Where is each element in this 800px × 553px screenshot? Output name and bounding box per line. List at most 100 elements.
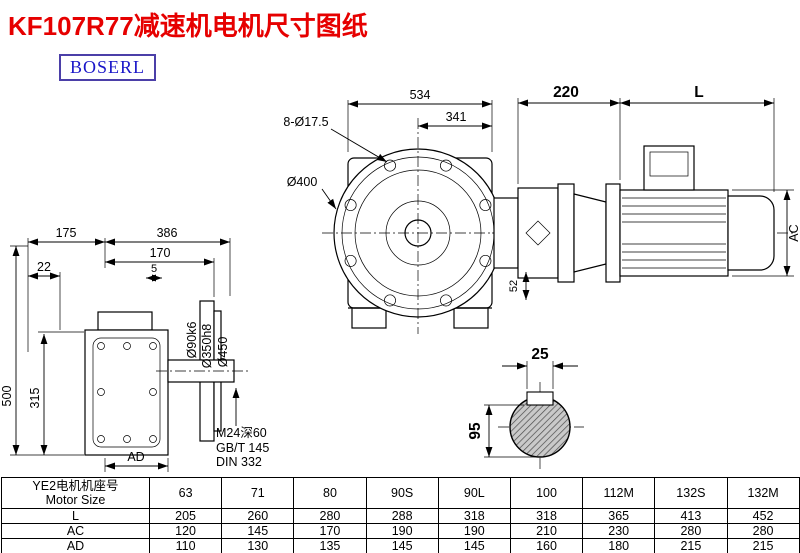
size-col-header: 80 bbox=[293, 477, 367, 509]
oil-seal-mark bbox=[525, 220, 551, 246]
left-side-view bbox=[84, 300, 248, 456]
table-cell: 160 bbox=[509, 538, 584, 553]
housing-bolt bbox=[97, 388, 105, 396]
bolt-hole bbox=[384, 159, 396, 172]
shaft-section-view: 25 95 bbox=[467, 346, 584, 470]
motor-dimensions: 220 L AC 52 bbox=[508, 84, 800, 300]
bolt-hole bbox=[440, 159, 452, 172]
page-title: KF107R77减速机电机尺寸图纸 bbox=[8, 11, 368, 41]
note-din-label: DIN 332 bbox=[216, 455, 262, 469]
housing-bolt bbox=[123, 342, 131, 350]
bolt-hole bbox=[344, 254, 357, 267]
table-cell: 280 bbox=[654, 523, 728, 539]
table-cell: 215 bbox=[654, 538, 728, 553]
table-cell: 260 bbox=[221, 508, 295, 524]
dim-5-label: 5 bbox=[151, 263, 157, 275]
dim-bolt-holes-label: 8-Ø17.5 bbox=[283, 115, 328, 129]
row-label-l: L bbox=[1, 508, 150, 524]
size-col-header: 132S bbox=[654, 477, 728, 509]
bolt-hole bbox=[384, 294, 396, 307]
table-row-l: L 205 260 280 288 318 318 365 413 452 bbox=[1, 508, 800, 524]
dim-52-label: 52 bbox=[508, 280, 520, 292]
table-cell: 145 bbox=[365, 538, 439, 553]
size-col-header: 90L bbox=[437, 477, 511, 509]
bolt-hole bbox=[344, 199, 357, 212]
table-cell: 318 bbox=[437, 508, 511, 524]
dim-22-label: 22 bbox=[37, 260, 51, 274]
housing-bolt bbox=[97, 435, 105, 443]
table-cell: 145 bbox=[221, 523, 295, 539]
motor-dimension-table: YE2电机机座号 Motor Size 63 71 80 90S 90L 100… bbox=[1, 477, 800, 553]
dim-shaft-dia-label: Ø90k6 bbox=[185, 322, 199, 359]
dim-motor-ac-label: AC bbox=[787, 224, 800, 241]
left-view-dimensions: 175 386 170 22 5 500 315 AD Ø90k6 Ø350h8… bbox=[0, 226, 269, 472]
motor-size-header-en: Motor Size bbox=[45, 493, 106, 507]
dim-key-width-label: 25 bbox=[531, 346, 549, 363]
motor-side-view bbox=[492, 145, 796, 283]
table-row-ad: AD 110 130 135 145 145 160 180 215 215 bbox=[1, 538, 800, 553]
table-cell: 190 bbox=[365, 523, 439, 539]
housing-bolt bbox=[149, 342, 157, 350]
dim-220-label: 220 bbox=[553, 84, 579, 101]
housing-bolt bbox=[97, 342, 105, 350]
dim-motor-length-label: L bbox=[694, 84, 703, 101]
table-header-row: YE2电机机座号 Motor Size 63 71 80 90S 90L 100… bbox=[1, 477, 800, 509]
table-cell: 210 bbox=[509, 523, 584, 539]
housing-bolt bbox=[123, 435, 131, 443]
table-cell: 215 bbox=[726, 538, 800, 553]
dim-spigot-dia-label: Ø350h8 bbox=[200, 324, 214, 369]
table-cell: 110 bbox=[148, 538, 223, 553]
housing-box bbox=[84, 329, 169, 456]
dim-341-label: 341 bbox=[446, 110, 467, 124]
housing-bolt bbox=[149, 435, 157, 443]
size-col-header: 112M bbox=[582, 477, 656, 509]
brand-text: BOSERL bbox=[70, 57, 146, 77]
dim-534-label: 534 bbox=[410, 88, 431, 102]
technical-drawing: 534 341 8-Ø17.5 Ø400 bbox=[0, 84, 800, 472]
front-view-dimensions: 534 341 8-Ø17.5 Ø400 bbox=[283, 88, 493, 210]
size-col-header: 71 bbox=[221, 477, 295, 509]
table-cell: 318 bbox=[509, 508, 584, 524]
row-label-ac: AC bbox=[1, 523, 150, 539]
table-cell: 130 bbox=[221, 538, 295, 553]
table-cell: 135 bbox=[293, 538, 367, 553]
dim-170-label: 170 bbox=[150, 246, 171, 260]
dim-key-height-label: 95 bbox=[467, 422, 484, 440]
dim-ad-label: AD bbox=[127, 450, 144, 464]
motor-size-header-cell: YE2电机机座号 Motor Size bbox=[1, 477, 150, 509]
motor-body bbox=[619, 189, 729, 277]
table-cell: 365 bbox=[582, 508, 656, 524]
dim-500-label: 500 bbox=[0, 386, 14, 407]
table-cell: 230 bbox=[582, 523, 656, 539]
table-cell: 190 bbox=[437, 523, 511, 539]
housing-bolt bbox=[149, 388, 157, 396]
bolt-hole bbox=[479, 199, 492, 212]
table-cell: 280 bbox=[726, 523, 800, 539]
table-cell: 170 bbox=[293, 523, 367, 539]
bolt-hole bbox=[479, 254, 492, 267]
note-gbt-label: GB/T 145 bbox=[216, 441, 269, 455]
row-label-ad: AD bbox=[1, 538, 150, 553]
table-row-ac: AC 120 145 170 190 190 210 230 280 280 bbox=[1, 523, 800, 539]
motor-size-header-cn: YE2电机机座号 bbox=[32, 478, 119, 493]
shaft-section-circle bbox=[509, 396, 571, 458]
terminal-box bbox=[643, 145, 695, 191]
size-col-header: 132M bbox=[726, 477, 800, 509]
dim-flange-dia-label: Ø400 bbox=[287, 175, 318, 189]
table-cell: 413 bbox=[654, 508, 728, 524]
fan-cover bbox=[727, 195, 775, 271]
bolt-hole bbox=[440, 294, 452, 307]
dim-flange-od-label: Ø450 bbox=[216, 337, 230, 368]
size-col-header: 100 bbox=[509, 477, 584, 509]
keyway-slot bbox=[526, 391, 554, 406]
note-tap-label: M24深60 bbox=[216, 426, 267, 440]
table-cell: 452 bbox=[726, 508, 800, 524]
table-cell: 180 bbox=[582, 538, 656, 553]
dim-386-label: 386 bbox=[157, 226, 178, 240]
table-cell: 145 bbox=[437, 538, 511, 553]
dim-175-label: 175 bbox=[56, 226, 77, 240]
table-cell: 280 bbox=[293, 508, 367, 524]
dim-315-label: 315 bbox=[28, 388, 42, 409]
table-cell: 205 bbox=[148, 508, 223, 524]
